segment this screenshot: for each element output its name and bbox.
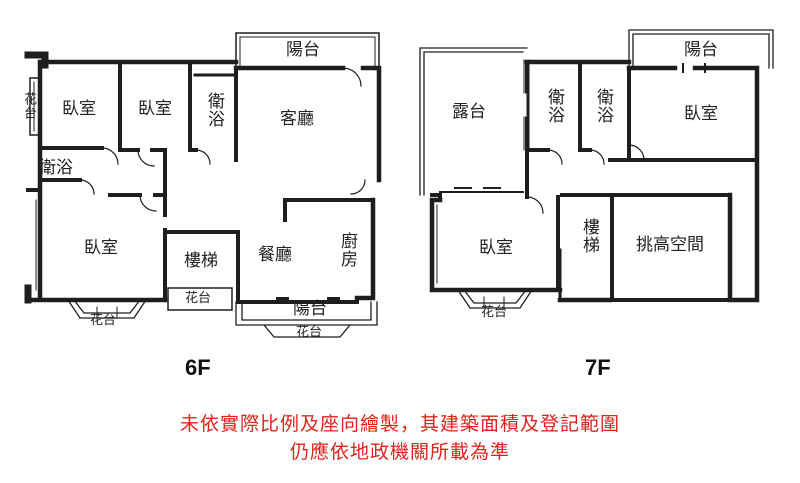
6f-living-label: 客廳 — [280, 109, 314, 129]
6f-planter-left-outline — [29, 77, 41, 136]
7f-stairs-label: 樓梯 — [579, 218, 599, 254]
7f-bedroom-main-label: 臥室 — [479, 238, 513, 258]
6f-bedroom-b-label: 臥室 — [138, 99, 172, 119]
6f-door-bedroom-a — [101, 147, 119, 165]
floor-7-title: 7F — [585, 355, 611, 380]
7f-bath-a-label: 衛浴 — [544, 88, 564, 124]
floor-7-plan — [419, 29, 774, 309]
6f-door-living — [350, 179, 366, 195]
disclaimer-line-1: 未依實際比例及座向繪製，其建築面積及登記範圍 — [179, 413, 620, 435]
6f-dining-label: 餐廳 — [258, 245, 292, 265]
6f-bath-left-label: 衛浴 — [39, 158, 73, 178]
7f-door-bath-a — [547, 149, 563, 165]
floor-6-plan — [24, 32, 382, 338]
7f-balcony-outline — [628, 29, 774, 69]
6f-balcony-bottom-label: 陽台 — [293, 299, 327, 319]
7f-interior-walls — [525, 60, 759, 302]
floor-6-title: 6F — [185, 355, 211, 380]
6f-door-balcony — [342, 67, 362, 87]
7f-terrace-label: 露台 — [452, 102, 486, 122]
7f-bath-b-label: 衛浴 — [593, 88, 613, 124]
6f-stairs-label: 樓梯 — [184, 251, 218, 271]
7f-void-label: 挑高空間 — [636, 235, 704, 255]
6f-door-bath-top — [195, 149, 211, 165]
6f-exterior-wall — [25, 59, 382, 303]
7f-bedroom-top-label: 臥室 — [684, 104, 718, 124]
6f-planter-small-outline — [167, 287, 233, 311]
6f-door-bath-left — [79, 179, 95, 195]
6f-bath-top-label: 衛浴 — [204, 92, 224, 128]
6f-planter-left-label: 花台 — [21, 92, 36, 120]
6f-interior-walls — [26, 60, 375, 304]
7f-terrace-outline — [419, 47, 528, 196]
6f-bedroom-a-label: 臥室 — [62, 99, 96, 119]
6f-bedroom-c-label: 臥室 — [84, 238, 118, 258]
6f-planter-bay-label: 花台 — [90, 313, 117, 328]
7f-door-bedroom-top — [628, 144, 645, 161]
6f-balcony-top-outline — [235, 32, 380, 69]
6f-planter-bottom-outline — [263, 324, 351, 338]
7f-planter-bay-label: 花台 — [481, 305, 508, 320]
7f-door-bedroom-main — [526, 196, 544, 214]
6f-planter-small-label: 花台 — [185, 291, 212, 306]
7f-bay-window — [457, 289, 533, 309]
disclaimer-line-2: 仍應依地政機關所載為準 — [289, 441, 510, 463]
7f-door-bath-b — [589, 149, 605, 165]
6f-bay-window — [67, 299, 147, 319]
6f-kitchen-label: 廚房 — [337, 232, 357, 268]
6f-balcony-bottom-outline — [235, 301, 378, 326]
7f-balcony-label: 陽台 — [684, 40, 718, 60]
6f-door-bedroom-b — [137, 149, 155, 167]
6f-balcony-top-label: 陽台 — [286, 40, 320, 60]
6f-planter-bottom-label: 花台 — [296, 325, 323, 340]
6f-door-bedroom-c — [139, 194, 157, 212]
